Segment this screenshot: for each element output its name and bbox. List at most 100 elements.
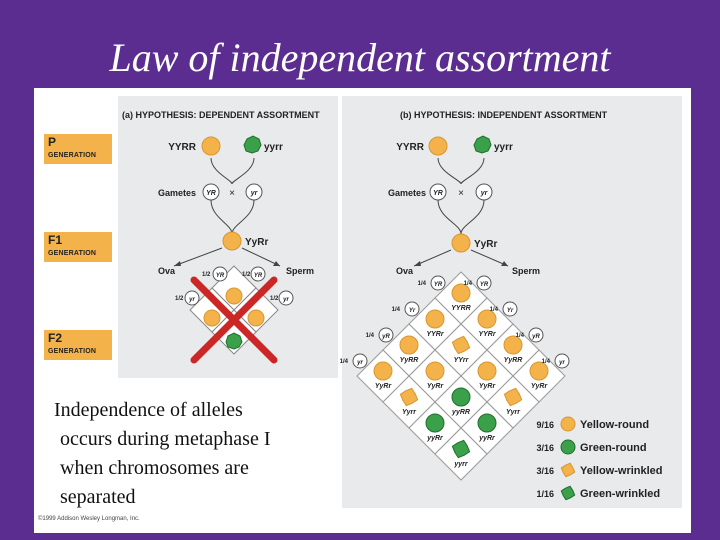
panel-a-yellow-parent-pea [201, 136, 221, 156]
legend-pea [560, 416, 576, 432]
panel-b-ova-label: Ova [396, 266, 414, 276]
panel-b-ova-arrowhead [414, 261, 421, 266]
offspring-pea [451, 335, 471, 355]
genotype-label: YyRR [400, 357, 419, 364]
panel-b-f1-label: YyRr [474, 239, 497, 250]
panel-b-p-lines [437, 157, 485, 185]
offspring-pea [477, 413, 497, 433]
panel-b-parent-green-label: yyrr [494, 142, 513, 153]
genotype-label: Yyrr [402, 409, 417, 416]
offspring-pea [503, 387, 523, 407]
caption-line-3: when chromosomes are [60, 457, 249, 479]
legend-fraction: 9/16 [536, 420, 554, 430]
panel-a-fraction-1: 1/2 [202, 272, 211, 278]
panel-b-gametes-label: Gametes [388, 188, 426, 198]
offspring-pea [503, 335, 523, 355]
p-generation-title: P [48, 135, 57, 149]
diagram-svg: (a) HYPOTHESIS: DEPENDENT ASSORTMENT YYR… [122, 110, 663, 501]
offspring-pea [425, 309, 445, 329]
genotype-label: YYRr [478, 331, 496, 338]
panel-a-offspring-2-pea [203, 309, 221, 327]
panel-b-green-parent-pea [473, 135, 492, 154]
f1-generation-label: F1 GENERATION [44, 232, 112, 262]
genotype-label: YYRr [426, 331, 444, 338]
panel-a-offspring-4-pea [225, 332, 243, 350]
ovum-label: Yr [409, 308, 416, 314]
genotype-label: YYRR [451, 305, 470, 312]
sperm-fraction: 1/4 [490, 307, 499, 313]
panel-a-sperm-1-label: YR [254, 273, 263, 279]
f2-generation-sub: GENERATION [48, 348, 97, 355]
genotype-label: YyRR [504, 357, 523, 364]
ovum-fraction: 1/4 [418, 281, 427, 287]
offspring-pea [477, 361, 497, 381]
panel-a-ova-arrowhead [174, 261, 181, 266]
panel-a-gamete-2-label: yr [250, 190, 259, 197]
panel-a-offspring-1-pea [225, 287, 243, 305]
sperm-label: yr [558, 360, 565, 366]
copyright-notice: ©1999 Addison Wesley Longman, Inc. [38, 516, 140, 522]
caption-line-1: Independence of alleles [54, 399, 243, 421]
sperm-circle [502, 301, 518, 317]
f2-generation-label: F2 GENERATION [44, 330, 112, 360]
panel-a-cross-symbol: × [229, 188, 235, 199]
ovum-fraction: 1/4 [392, 307, 401, 313]
ovum-label: yR [381, 334, 390, 340]
ovum-fraction: 1/4 [340, 359, 349, 365]
sperm-circle [476, 275, 492, 291]
panel-a-offspring-3-pea [247, 309, 265, 327]
legend-pea [560, 485, 576, 501]
panel-b-parent-yellow-label: YYRR [396, 142, 425, 153]
punnett-figure: P GENERATION F1 GENERATION F2 GENERATION… [34, 88, 691, 533]
panel-a-fraction-4: 1/2 [270, 296, 279, 302]
panel-b-heading: (b) HYPOTHESIS: INDEPENDENT ASSORTMENT [400, 110, 608, 120]
panel-b-gamete-1-label: YR [433, 190, 443, 197]
panel-a-sperm-1-circle [250, 266, 266, 282]
sperm-circle [528, 327, 544, 343]
caption-line-2: occurs during metaphase I [60, 428, 271, 450]
legend-label: Yellow-round [580, 419, 649, 431]
sperm-fraction: 1/4 [542, 359, 551, 365]
ovum-label: YR [434, 282, 443, 288]
panel-b-cross-symbol: × [458, 188, 464, 199]
panel-b-gamete-2-label: yr [480, 190, 489, 197]
panel-a-ovum-1-circle [212, 266, 228, 282]
panel-a-sperm-2-label: yr [282, 297, 289, 303]
genotype-label: Yyrr [506, 409, 521, 416]
rejected-hypothesis-x-mark [190, 276, 278, 364]
sperm-label: Yr [507, 308, 514, 314]
panel-a-heading: (a) HYPOTHESIS: DEPENDENT ASSORTMENT [122, 110, 320, 120]
legend-pea [560, 439, 576, 455]
panel-a-ova-label: Ova [158, 266, 176, 276]
panel-a-parent-yellow-label: YYRR [168, 142, 197, 153]
panel-a-parent-green-label: yyrr [264, 142, 283, 153]
slide-title: Law of independent assortment [109, 35, 611, 80]
panel-a-ovum-1-label: YR [216, 273, 225, 279]
f1-generation-title: F1 [48, 233, 63, 247]
panel-a-fraction-2: 1/2 [175, 296, 184, 302]
genotype-label: yyRr [426, 435, 444, 442]
panel-a-f1-pea [222, 231, 242, 251]
legend-label: Green-round [580, 442, 647, 454]
panel-a-sperm-arrow [241, 247, 281, 267]
panel-a-ova-arrow [173, 247, 223, 267]
offspring-pea [425, 361, 445, 381]
legend-fraction: 1/16 [536, 489, 554, 499]
offspring-pea [477, 309, 497, 329]
genotype-label: yyRR [451, 409, 470, 416]
panel-a-sperm-arrowhead [273, 261, 280, 266]
ovum-circle [404, 301, 420, 317]
genotype-label: YyRr [375, 383, 393, 390]
genotype-label: yyRr [478, 435, 496, 442]
offspring-pea [529, 361, 549, 381]
legend-label: Yellow-wrinkled [580, 465, 663, 477]
legend-pea [560, 462, 576, 478]
panel-a-f1-label: YyRr [245, 237, 268, 248]
genotype-label: YYrr [454, 357, 470, 364]
caption-line-4: separated [60, 486, 136, 508]
sperm-label: yR [531, 334, 540, 340]
panel-b-yellow-parent-pea [428, 136, 448, 156]
sperm-fraction: 1/4 [464, 281, 473, 287]
